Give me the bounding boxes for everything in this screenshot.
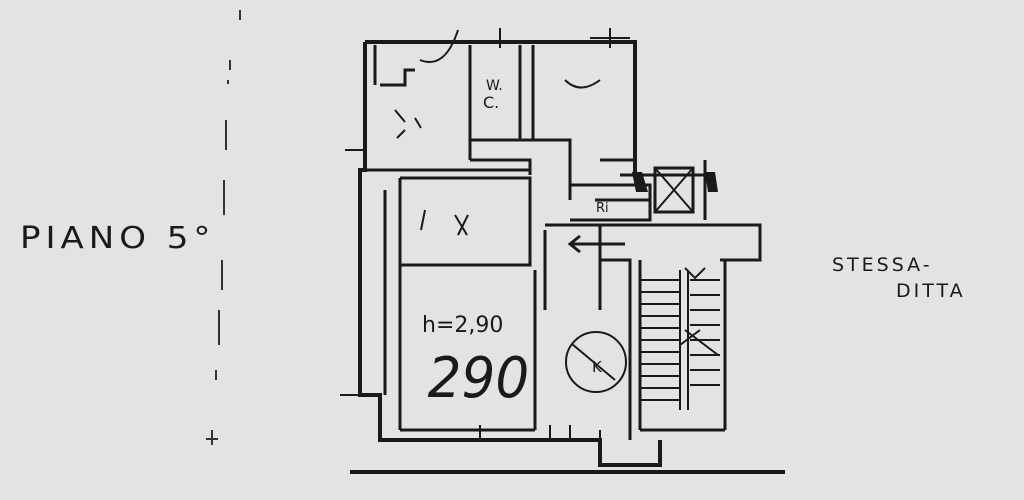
wc-label-line1: W. [486, 78, 503, 94]
inner-walls [365, 45, 762, 440]
wc2-label: Ri [596, 201, 609, 216]
elevator-shaft [632, 166, 718, 214]
same-owner-label-line1: STESSA- [832, 254, 933, 276]
wc-label-line2: C. [483, 93, 499, 112]
floor-label: PIANO 5° [20, 220, 216, 256]
sheet-number: 290 [427, 346, 530, 411]
kitchen-symbol [565, 331, 627, 393]
kitchen-label: K [592, 358, 603, 376]
outer-walls [350, 40, 785, 474]
ceiling-height-label: h=2,90 [422, 313, 504, 338]
door-marks [340, 28, 630, 450]
axis-line [206, 10, 241, 445]
staircase [640, 267, 720, 410]
entrance-arrow [567, 234, 625, 254]
same-owner-label-line2: DITTA [896, 280, 966, 302]
